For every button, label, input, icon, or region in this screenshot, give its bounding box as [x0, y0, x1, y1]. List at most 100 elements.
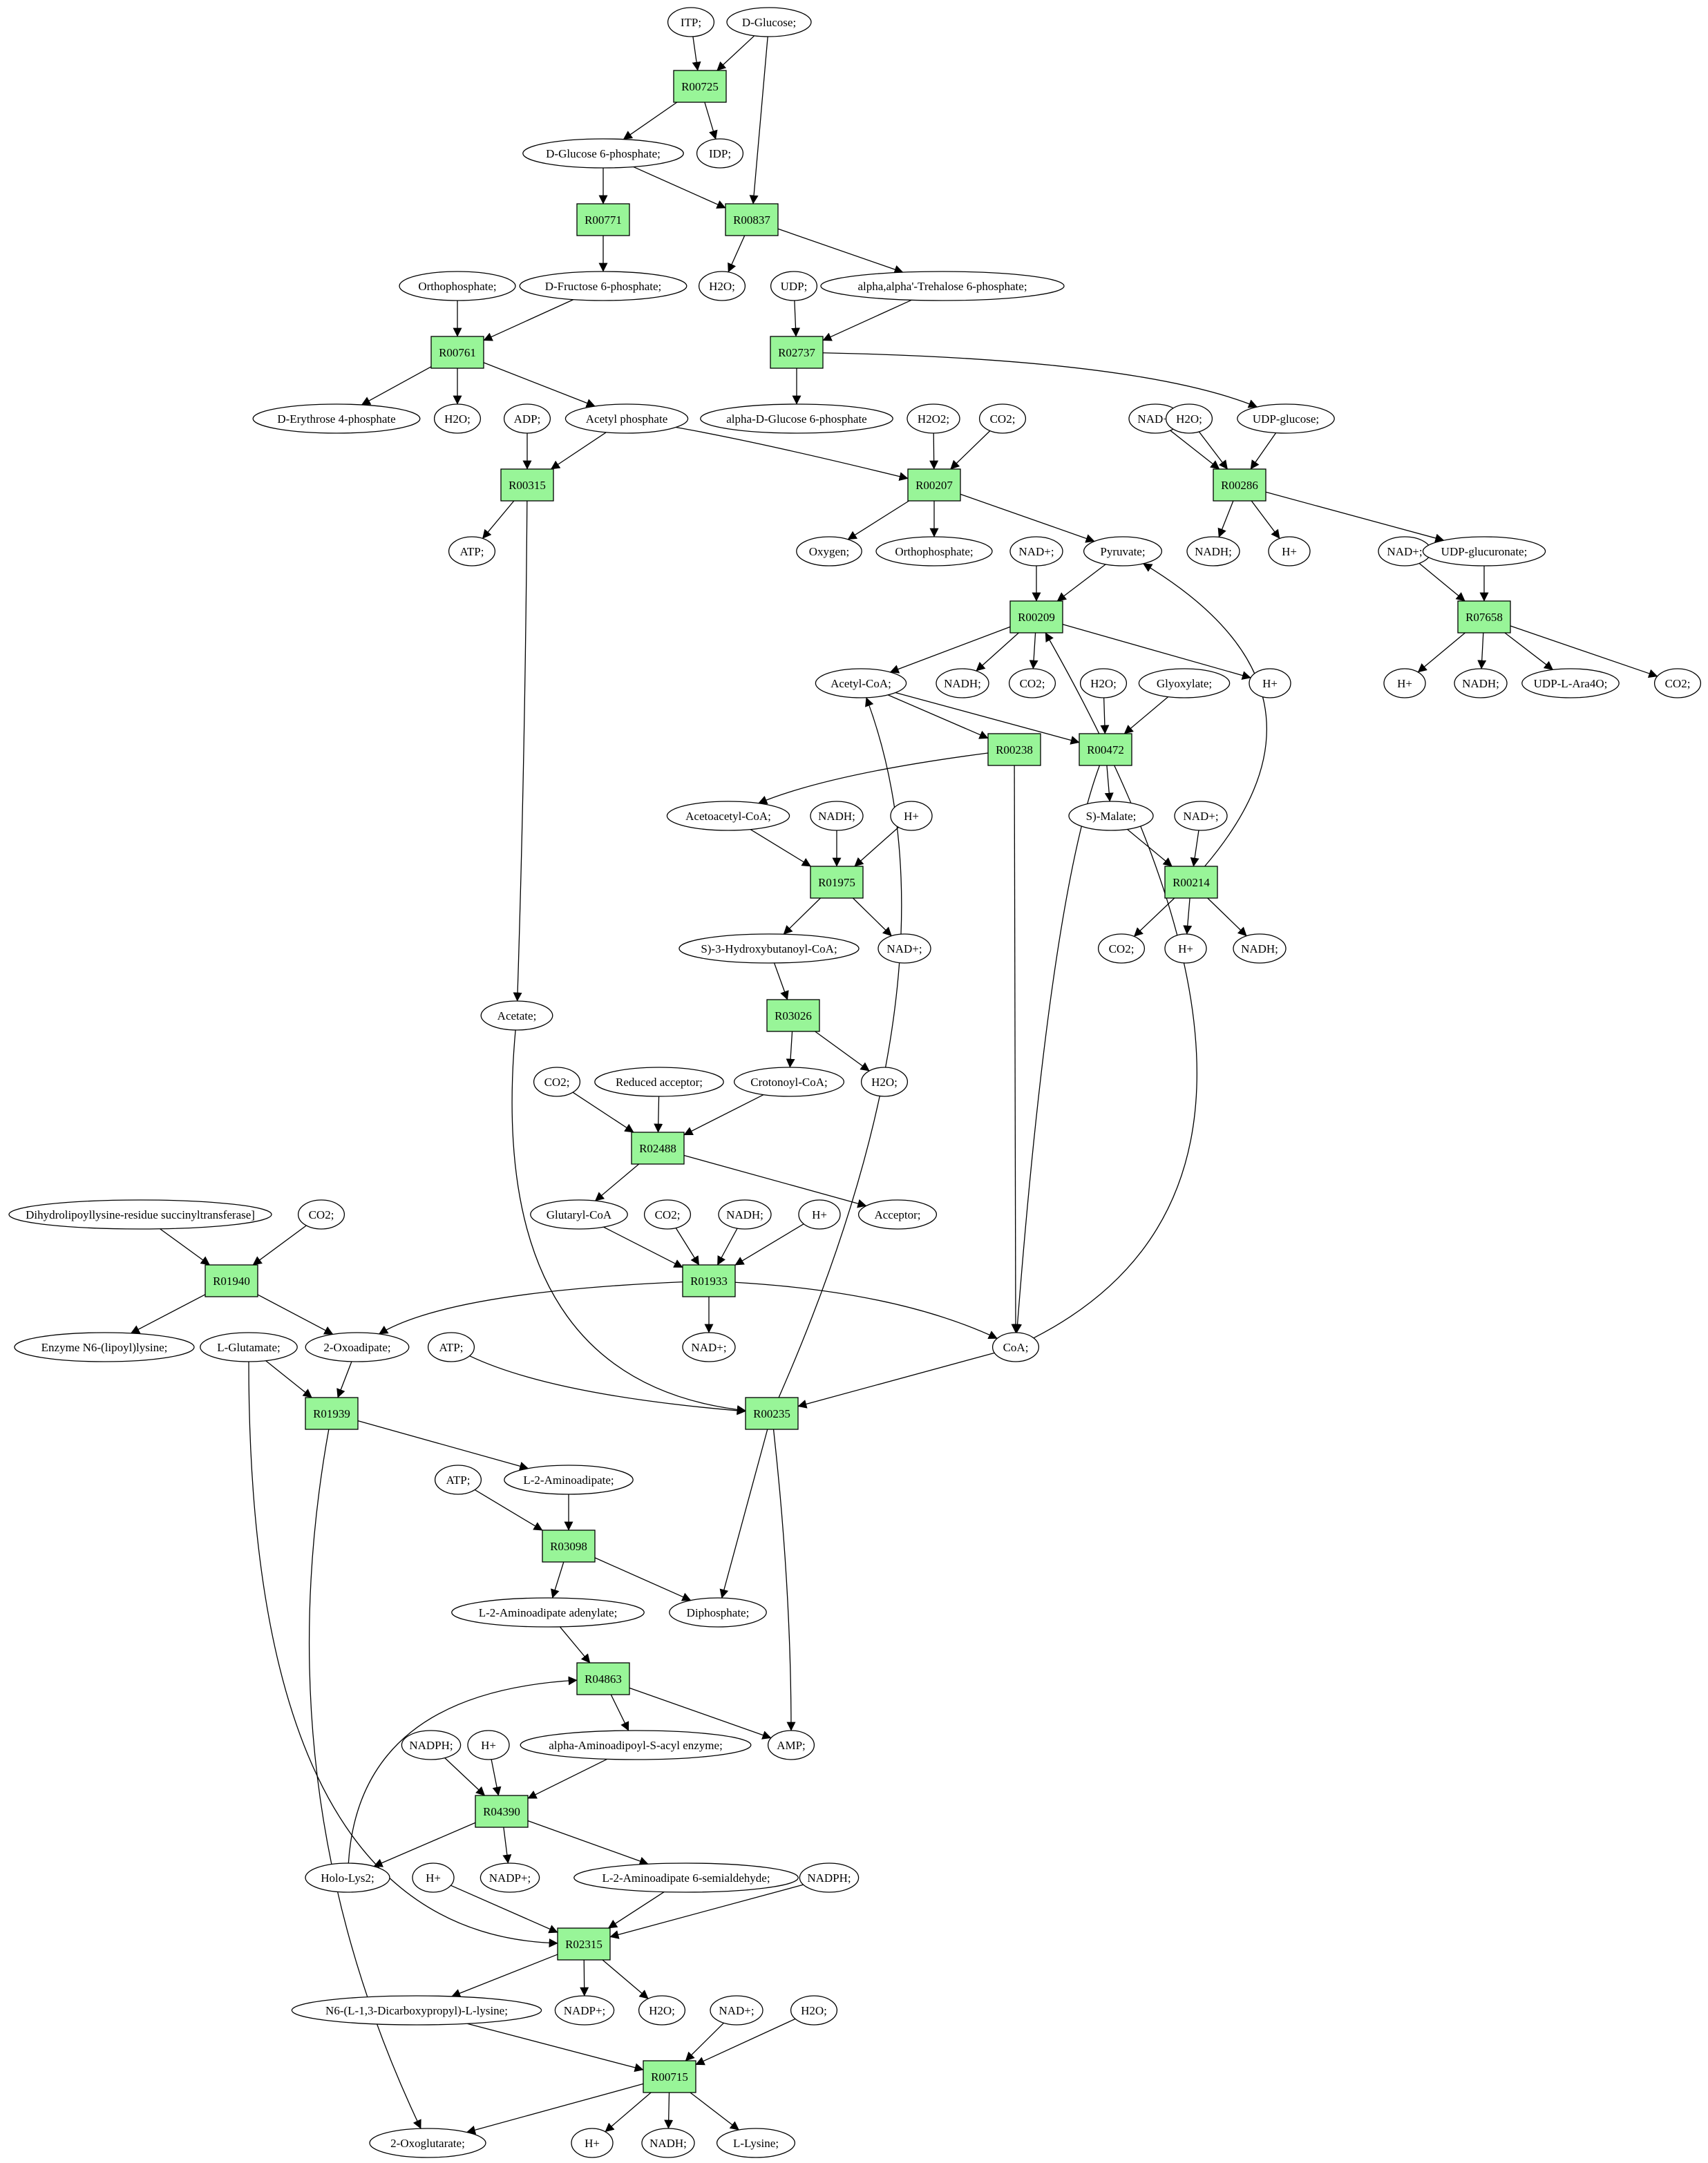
reaction-box	[745, 1397, 799, 1430]
compound-ellipse	[638, 1995, 686, 2026]
compound-ellipse	[399, 271, 516, 301]
compound-label: H+	[585, 2137, 600, 2150]
compound-node-glyox: Glyoxylate;	[1138, 668, 1231, 698]
edge-nad_c-to-r07658	[1418, 562, 1465, 602]
compound-label: H+	[904, 810, 919, 823]
compound-ellipse	[767, 1730, 815, 1760]
compound-ellipse	[890, 801, 933, 831]
edge-r00209-to-nadh_b	[976, 632, 1019, 671]
compound-label: NADH;	[818, 810, 855, 823]
edge-atp_c-to-r03098	[474, 1489, 543, 1531]
compound-label: CO2;	[990, 412, 1016, 426]
compound-ellipse	[698, 271, 746, 301]
compound-node-treh: alpha,alpha'-Trehalose 6-phosphate;	[820, 271, 1065, 301]
edge-r02488-to-glucoa	[595, 1163, 640, 1201]
compound-node-oxad: 2-Oxoadipate;	[305, 1332, 410, 1362]
compound-node-h2o_e: H2O;	[860, 1067, 909, 1097]
edge-r00207-to-pyr	[960, 493, 1095, 543]
edge-r01975-to-nad_e	[853, 897, 892, 937]
compound-ellipse	[710, 1995, 763, 2026]
edge-r00761-to-e4p	[361, 366, 432, 406]
edge-r07658-to-co2_c	[1510, 625, 1658, 678]
edge-r00235-to-ppi	[719, 1429, 768, 1599]
compound-label: H2O;	[709, 280, 735, 293]
edge-udpg-to-r00286	[1250, 432, 1277, 470]
edge-aasacyl-to-r04390	[527, 1758, 608, 1799]
compound-label: Acetyl-CoA;	[831, 677, 891, 690]
edge-r03098-to-ppi	[594, 1557, 692, 1601]
compound-ellipse	[433, 403, 482, 434]
compound-node-udpara: UDP-L-Ara4O;	[1521, 668, 1620, 698]
compound-ellipse	[1068, 801, 1154, 831]
compound-ellipse	[716, 2128, 796, 2158]
edge-r00286-to-hp_a	[1251, 500, 1280, 539]
compound-label: NADP+;	[489, 1871, 531, 1885]
compound-label: Acetate;	[497, 1009, 537, 1022]
reaction-box	[542, 1530, 596, 1563]
reaction-box	[1009, 600, 1063, 633]
compound-label: NADPH;	[807, 1871, 851, 1885]
compound-node-udp: UDP;	[770, 271, 818, 301]
compound-ellipse	[1237, 403, 1335, 434]
reaction-node-r00837: R00837	[725, 203, 779, 236]
compound-label: N6-(L-1,3-Dicarboxypropyl)-L-lysine;	[325, 2004, 508, 2017]
compound-label: D-Erythrose 4-phosphate	[277, 412, 395, 426]
compound-node-h2o_c: H2O;	[1165, 403, 1213, 434]
reaction-node-r00286: R00286	[1213, 468, 1266, 502]
compound-label: Acetoacetyl-CoA;	[685, 810, 771, 823]
compound-label: NAD+;	[1183, 810, 1218, 823]
edge-h2o2-to-r00207	[929, 432, 939, 470]
compound-node-e4p: D-Erythrose 4-phosphate	[252, 403, 421, 434]
reaction-node-r02737: R02737	[770, 336, 824, 369]
reaction-node-r03098: R03098	[542, 1530, 596, 1563]
compound-ellipse	[798, 1199, 841, 1230]
compound-node-udpg: UDP-glucose;	[1237, 403, 1335, 434]
reaction-label: R00315	[509, 479, 546, 492]
compound-label: alpha-D-Glucose 6-phosphate	[726, 412, 866, 426]
reaction-box	[631, 1132, 685, 1165]
compound-label: H2O;	[444, 412, 471, 426]
compound-label: L-Lysine;	[733, 2137, 779, 2150]
compound-ellipse	[401, 1730, 462, 1760]
edge-acp-to-r00207	[675, 426, 909, 482]
edge-itp-to-r00725	[692, 36, 701, 71]
edge-r01940-to-oxad	[257, 1294, 334, 1335]
reaction-node-r01940: R01940	[205, 1264, 258, 1297]
reaction-node-r00209: R00209	[1009, 600, 1063, 633]
reaction-box	[810, 866, 864, 899]
edge-aadad-to-r04863	[559, 1626, 591, 1664]
compound-node-f6p: D-Fructose 6-phosphate;	[519, 271, 687, 301]
compound-label: Glyoxylate;	[1157, 677, 1212, 690]
compound-ellipse	[1083, 536, 1163, 566]
reaction-label: R02737	[778, 346, 815, 359]
compound-node-ag6p: alpha-D-Glucose 6-phosphate	[700, 403, 893, 434]
reaction-box	[1079, 733, 1132, 766]
edge-r00837-to-treh	[777, 228, 904, 274]
compound-label: UDP-glucuronate;	[1441, 545, 1528, 558]
compound-label: ATP;	[460, 545, 484, 558]
compound-node-h2o_d: H2O;	[1079, 668, 1128, 698]
compound-ellipse	[1079, 668, 1128, 698]
compound-node-oxy: Oxygen;	[796, 536, 862, 566]
compound-label: S)-3-Hydroxybutanoyl-CoA;	[701, 942, 837, 955]
edge-dlst-to-r01940	[160, 1228, 210, 1266]
compound-ellipse	[978, 403, 1027, 434]
compound-ellipse	[200, 1332, 298, 1362]
edge-r07658-to-nadh_c	[1477, 632, 1487, 669]
reaction-label: R03098	[550, 1540, 587, 1553]
compound-node-hp_h: H+	[412, 1862, 455, 1893]
compound-ellipse	[520, 1730, 752, 1760]
compound-ellipse	[1009, 536, 1063, 566]
compound-ellipse	[1165, 403, 1213, 434]
reaction-box	[305, 1397, 359, 1430]
reaction-node-r00214: R00214	[1164, 866, 1218, 899]
edge-r00214-to-co2_d	[1133, 897, 1175, 937]
edge-r04390-to-holo	[373, 1822, 476, 1867]
compound-label: H+	[1262, 677, 1278, 690]
compound-ellipse	[467, 1730, 510, 1760]
compound-node-glc: D-Glucose;	[726, 7, 812, 37]
compound-ellipse	[503, 403, 551, 434]
edge-r02488-to-accep	[683, 1154, 867, 1208]
edge-glyox-to-r00472	[1123, 696, 1169, 734]
